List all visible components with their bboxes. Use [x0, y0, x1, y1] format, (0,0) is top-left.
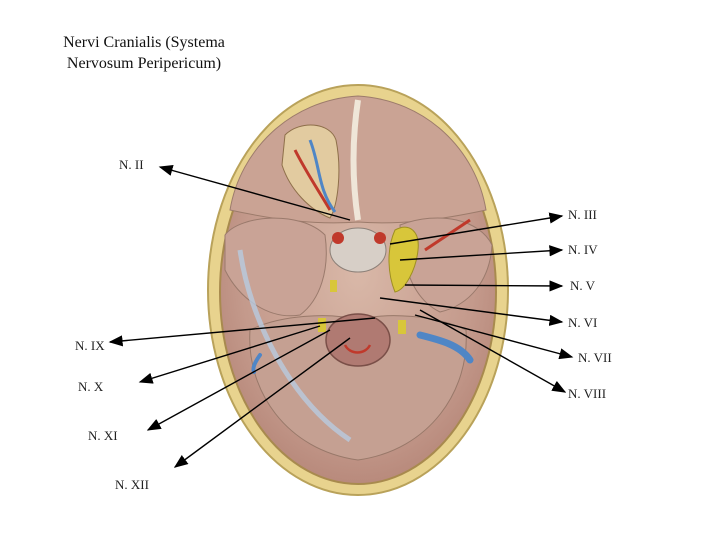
label-n-x: N. X — [78, 379, 104, 394]
anterior-cranial-fossa — [229, 95, 487, 224]
label-n-iv: N. IV — [568, 242, 598, 257]
diagram-title: Nervi Cranialis (Systema Nervosum Peripe… — [38, 32, 250, 74]
arrow-n-viii — [419, 309, 567, 393]
label-n-ix: N. IX — [75, 338, 105, 353]
label-n-vi: N. VI — [568, 315, 598, 330]
orbital-vessel-red — [293, 149, 332, 211]
internal-carotid-right — [374, 232, 386, 244]
label-n-xi: N. XI — [88, 428, 118, 443]
arrow-n-ix — [108, 317, 376, 347]
arrow-n-ii — [158, 164, 351, 221]
posterior-cranial-fossa — [249, 315, 467, 461]
tentorium-left — [237, 249, 352, 443]
nerve-stub-upper — [330, 280, 337, 292]
arrow-n-v — [404, 280, 564, 292]
vertebral-artery — [343, 344, 372, 354]
arrow-n-xi — [146, 329, 331, 431]
nerve-stub-left — [318, 318, 326, 332]
label-n-v: N. V — [570, 278, 596, 293]
arrow-n-iv — [399, 245, 564, 261]
label-n-iii: N. III — [568, 207, 597, 222]
arrow-n-vi — [379, 297, 564, 326]
sella-region — [329, 227, 387, 273]
arrow-n-xii — [173, 337, 351, 468]
foramen-magnum — [325, 313, 391, 367]
label-n-xii: N. XII — [115, 477, 149, 492]
label-n-vii: N. VII — [578, 350, 612, 365]
sigmoid-sinus-right — [416, 331, 474, 364]
label-n-ii: N. II — [119, 157, 144, 172]
arrow-n-x — [138, 325, 321, 384]
orbital-vessel-blue — [308, 139, 337, 213]
label-n-viii: N. VIII — [568, 386, 607, 401]
middle-fossa-right — [399, 217, 493, 313]
arrow-n-iii — [389, 212, 564, 245]
title-line-1: Nervi Cranialis (Systema — [63, 34, 225, 51]
falx-midline — [350, 99, 361, 221]
sigmoid-sinus-left — [251, 353, 262, 374]
title-line-2: Nervosum Peripericum) — [66, 55, 222, 72]
nerve-stub-right — [398, 320, 406, 334]
internal-carotid-left — [332, 232, 344, 244]
